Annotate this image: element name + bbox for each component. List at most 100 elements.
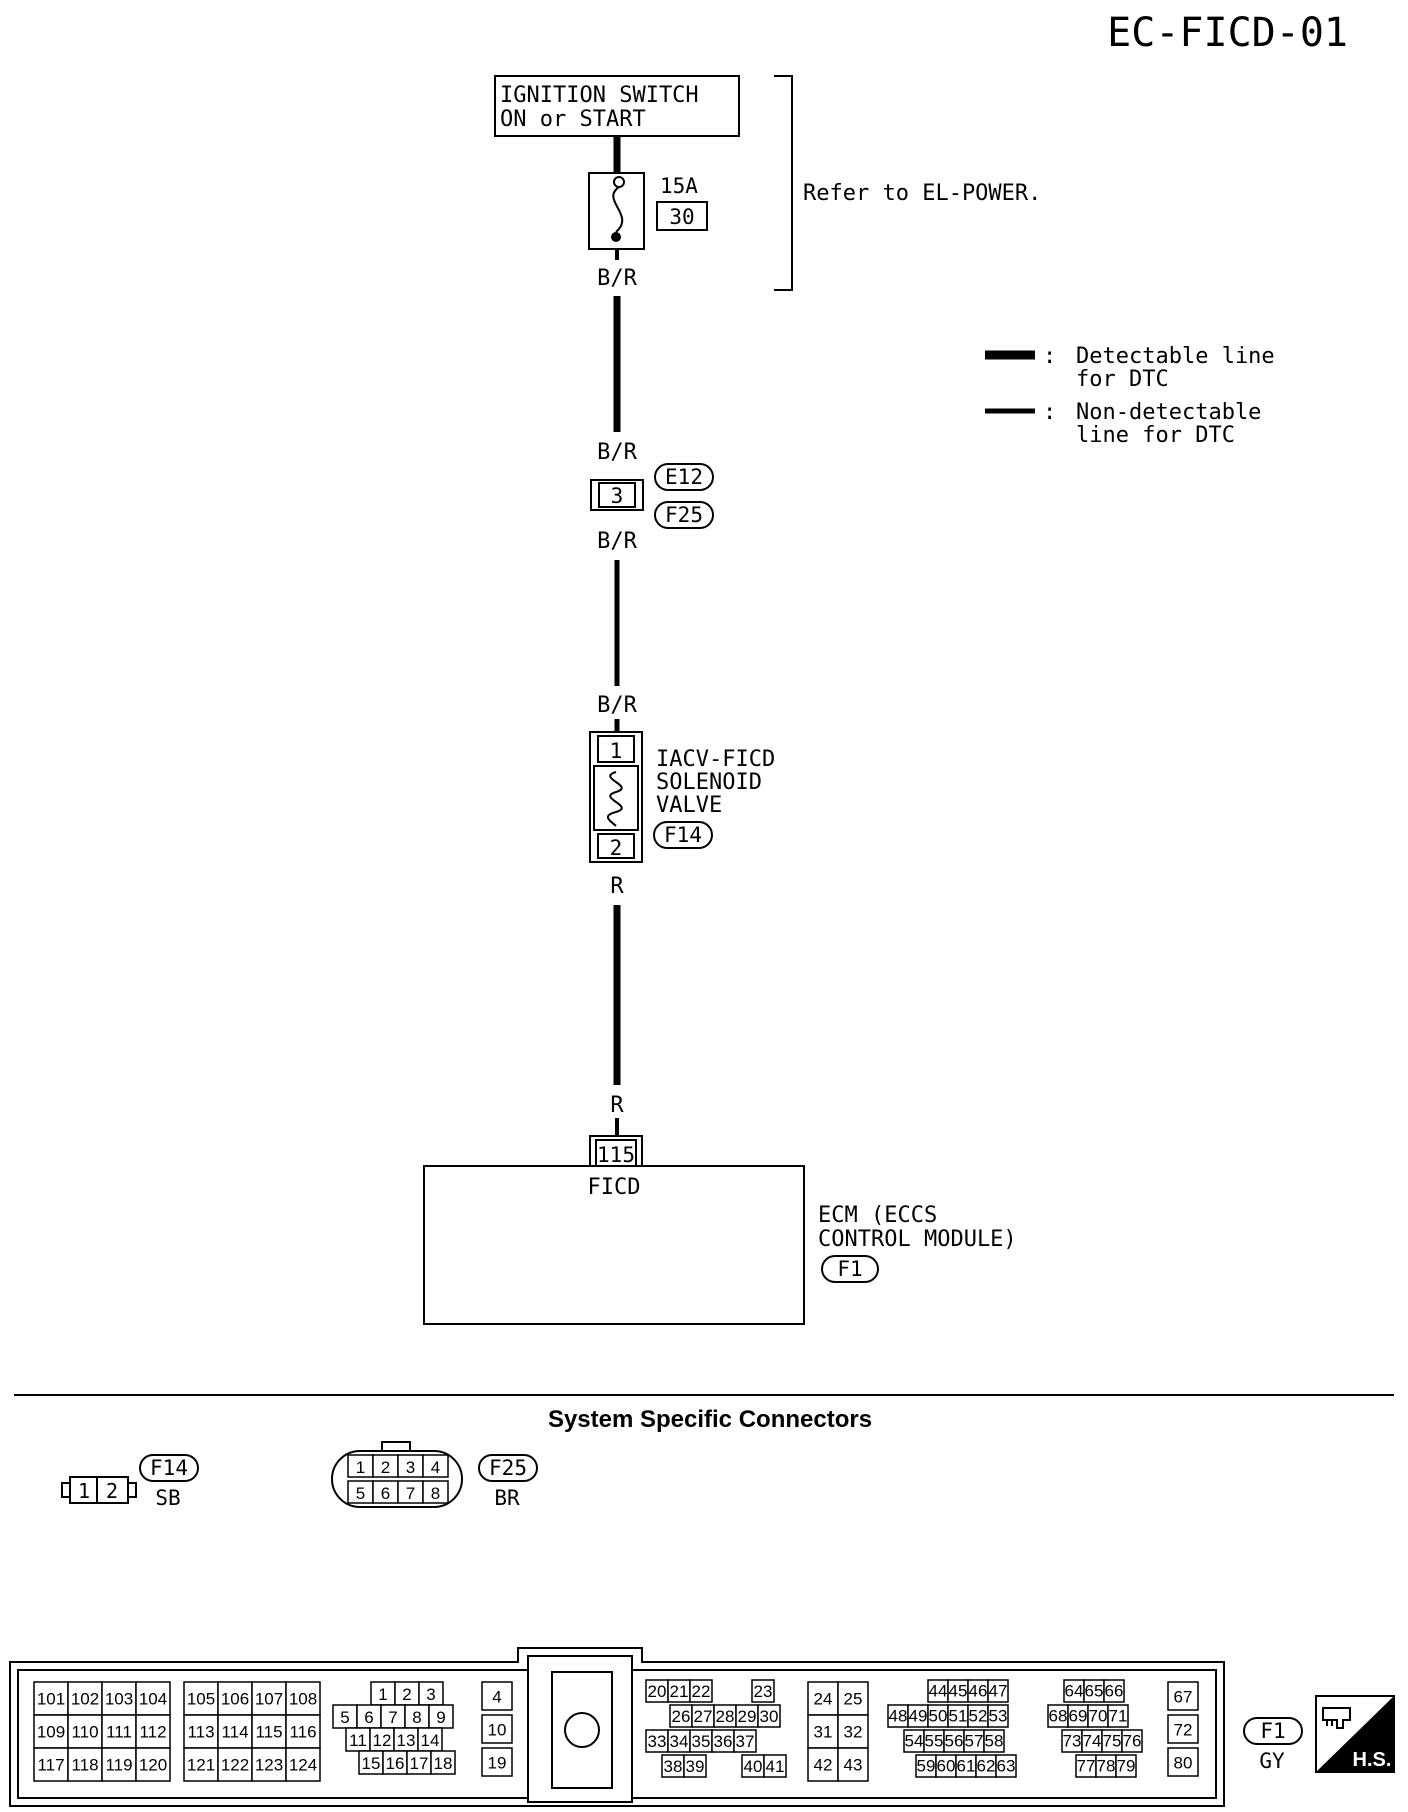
svg-text:1: 1: [378, 1685, 387, 1704]
f1-pin-23: 23: [751, 1679, 775, 1703]
f1-pin-111: 111: [101, 1714, 137, 1749]
svg-text:2: 2: [402, 1685, 411, 1704]
svg-text:118: 118: [71, 1755, 98, 1774]
svg-text:101: 101: [37, 1689, 65, 1708]
f1-pin-20: 20: [645, 1679, 669, 1703]
f1-pin-29: 29: [735, 1704, 759, 1728]
svg-text:40: 40: [744, 1757, 763, 1776]
svg-text:42: 42: [814, 1756, 833, 1775]
svg-text:11: 11: [349, 1731, 367, 1750]
f1-pin-62: 62: [975, 1754, 997, 1778]
svg-text:20: 20: [648, 1682, 667, 1701]
solenoid-label-line2: SOLENOID: [656, 770, 762, 795]
svg-text:23: 23: [754, 1682, 773, 1701]
page-code: EC-FICD-01: [1107, 10, 1348, 56]
f1-pin-38: 38: [661, 1754, 685, 1778]
f1-pin-104: 104: [135, 1681, 171, 1716]
svg-text:3: 3: [406, 1458, 415, 1477]
junction-pin: 3: [611, 484, 624, 508]
f1-pin-117: 117: [33, 1747, 69, 1782]
svg-text:121: 121: [187, 1755, 215, 1774]
f1-pin-15: 15: [358, 1750, 384, 1775]
svg-text:112: 112: [139, 1722, 166, 1741]
f1-pin-74: 74: [1081, 1729, 1103, 1753]
f1-pin-48: 48: [887, 1704, 909, 1728]
f1-pin-58: 58: [983, 1729, 1005, 1753]
svg-text:120: 120: [139, 1755, 167, 1774]
svg-text:24: 24: [814, 1690, 833, 1709]
f25-pin-4: 4: [422, 1454, 449, 1478]
svg-text:2: 2: [381, 1458, 390, 1477]
f1-pin-24: 24: [807, 1681, 839, 1716]
f1-pin-68: 68: [1047, 1704, 1069, 1728]
f1-pin-78: 78: [1095, 1754, 1117, 1778]
svg-text:15: 15: [362, 1754, 381, 1773]
f25-id: F25: [489, 1456, 527, 1480]
f1-pin-39: 39: [683, 1754, 707, 1778]
f1-pin-108: 108: [285, 1681, 321, 1716]
legend-non-detectable-line1: Non-detectable: [1076, 400, 1261, 425]
svg-text:111: 111: [106, 1722, 132, 1741]
f1-pin-13: 13: [393, 1727, 419, 1752]
svg-text:35: 35: [692, 1732, 711, 1751]
svg-text:33: 33: [648, 1732, 667, 1751]
f1-pin-106: 106: [217, 1681, 253, 1716]
ecm-pin: 115: [597, 1143, 635, 1167]
svg-text:8: 8: [412, 1708, 421, 1727]
svg-text:115: 115: [255, 1722, 282, 1741]
f1-pin-43: 43: [837, 1747, 869, 1782]
f1-pin-34: 34: [667, 1729, 691, 1753]
f1-pin-114: 114: [217, 1714, 253, 1749]
f1-pin-2: 2: [394, 1681, 420, 1706]
svg-text:46: 46: [969, 1681, 988, 1700]
fuse-30: 15A 30: [588, 172, 708, 250]
svg-text:6: 6: [381, 1484, 390, 1503]
ecm-label-line2: CONTROL MODULE): [818, 1227, 1017, 1252]
refer-note: Refer to EL-POWER.: [803, 181, 1041, 206]
f1-pin-122: 122: [217, 1747, 253, 1782]
connector-f14-face: 1 2 F14 SB: [61, 1454, 199, 1510]
svg-text:14: 14: [421, 1731, 440, 1750]
svg-text:107: 107: [255, 1689, 283, 1708]
f25-pin-5: 5: [347, 1480, 374, 1504]
connector-id-f14: F14: [664, 823, 702, 847]
f1-pin-53: 53: [987, 1704, 1009, 1728]
svg-text:5: 5: [356, 1484, 365, 1503]
f1-pin-3: 3: [418, 1681, 444, 1706]
f1-pin-119: 119: [101, 1747, 137, 1782]
svg-text:37: 37: [736, 1732, 755, 1751]
f1-pin-56: 56: [943, 1729, 965, 1753]
ecm-signal: FICD: [588, 1175, 641, 1200]
svg-text:70: 70: [1089, 1706, 1108, 1725]
f1-pin-21: 21: [667, 1679, 691, 1703]
wire-label-4: B/R: [597, 693, 637, 718]
f1-pin-71: 71: [1107, 1704, 1129, 1728]
f1-pin-110: 110: [67, 1714, 103, 1749]
svg-text:50: 50: [929, 1706, 948, 1725]
f1-pin-116: 116: [285, 1714, 321, 1749]
f1-pin-19: 19: [481, 1747, 513, 1777]
svg-text:113: 113: [187, 1722, 214, 1741]
f1-pin-1: 1: [370, 1681, 396, 1706]
solenoid-pin-2: 2: [610, 836, 623, 860]
f1-pin-101: 101: [33, 1681, 69, 1716]
power-bracket: [774, 75, 793, 291]
f1-pin-41: 41: [763, 1754, 787, 1778]
f1-pin-36: 36: [711, 1729, 735, 1753]
f1-pin-115: 115: [251, 1714, 287, 1749]
svg-text:19: 19: [488, 1753, 507, 1772]
svg-text:56: 56: [945, 1731, 964, 1750]
f1-pin-113: 113: [183, 1714, 219, 1749]
ignition-switch: IGNITION SWITCH ON or START: [494, 75, 740, 137]
legend-detectable-line1: Detectable line: [1076, 344, 1275, 369]
svg-text:7: 7: [388, 1708, 397, 1727]
iacv-ficd-solenoid-valve: 1 2 IACV-FICD SOLENOID VALVE F14: [589, 731, 775, 863]
svg-text:8: 8: [431, 1484, 440, 1503]
f1-pin-76: 76: [1121, 1729, 1143, 1753]
hs-badge-label: H.S.: [1353, 1749, 1392, 1771]
f1-pin-4: 4: [481, 1681, 513, 1711]
f1-pin-14: 14: [417, 1727, 443, 1752]
f1-pin-55: 55: [923, 1729, 945, 1753]
svg-text:76: 76: [1123, 1731, 1142, 1750]
svg-text:63: 63: [997, 1756, 1016, 1775]
